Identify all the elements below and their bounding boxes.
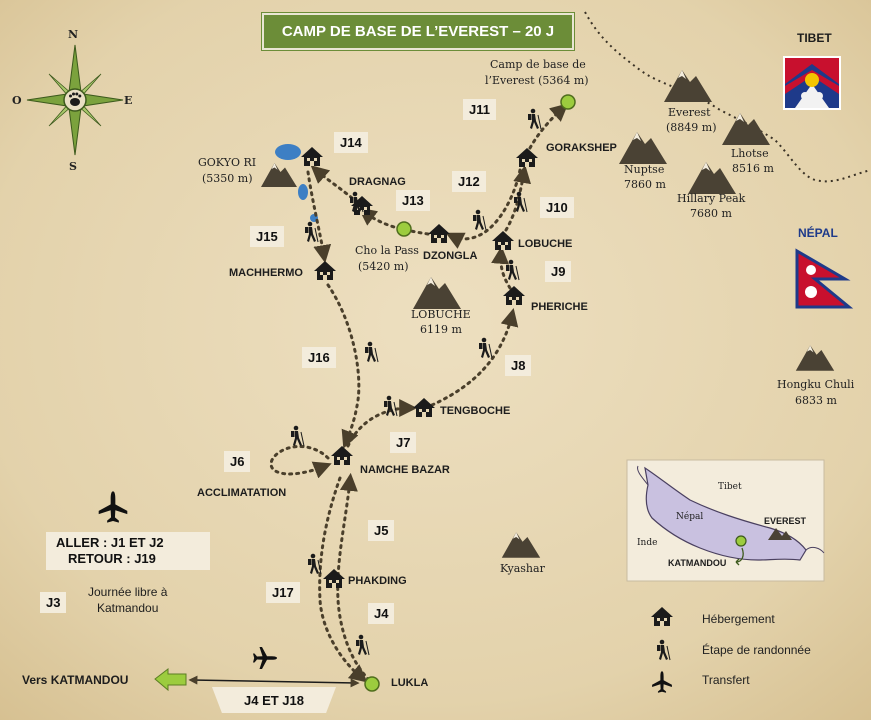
aller-text: ALLER : J1 ET J2 bbox=[56, 535, 164, 550]
day-label-j5: J5 bbox=[368, 520, 395, 541]
label-dragnag: DRAGNAG bbox=[349, 176, 406, 188]
flight-line bbox=[188, 675, 360, 688]
label-lobuche-village: LOBUCHE bbox=[518, 238, 573, 250]
flight-days-text: J4 ET J18 bbox=[244, 692, 304, 708]
gokyo-lake-2 bbox=[298, 184, 308, 200]
inset-everest: EVEREST bbox=[764, 516, 807, 526]
compass-s: S bbox=[69, 160, 77, 173]
peak-kyashar: Kyashar bbox=[500, 562, 545, 575]
label-machhermo: MACHHERMO bbox=[229, 267, 303, 279]
compass-rose-icon bbox=[26, 44, 124, 156]
route-namche-lukla bbox=[318, 476, 368, 683]
peak-lobuche-alt: 6119 m bbox=[420, 323, 462, 336]
ebc-point bbox=[560, 94, 576, 110]
legend-lodging: Hébergement bbox=[702, 612, 775, 626]
peak-hongku-alt: 6833 m bbox=[795, 394, 837, 407]
lukla-point bbox=[364, 676, 380, 692]
peak-nuptse-name: Nuptse bbox=[624, 163, 665, 176]
peak-hillary-name: Hillary Peak bbox=[677, 192, 746, 205]
compass-n: N bbox=[68, 28, 79, 41]
label-dzongla: DZONGLA bbox=[423, 250, 478, 262]
peak-lobuche-name: LOBUCHE bbox=[411, 308, 471, 321]
day-label-j3: J3 bbox=[40, 592, 67, 613]
inset-katmandou: KATMANDOU bbox=[668, 558, 727, 568]
day-label-j16: J16 bbox=[302, 347, 336, 368]
route-lukla-namche bbox=[336, 472, 371, 682]
label-cho-la: Cho la Pass bbox=[355, 244, 419, 257]
route-tengboche-pheriche bbox=[430, 307, 519, 407]
route-gorakshep-dzongla bbox=[445, 168, 522, 249]
tibet-nepal-border bbox=[584, 11, 871, 183]
label-tengboche: TENGBOCHE bbox=[440, 405, 511, 417]
day-label-j14: J14 bbox=[334, 132, 368, 153]
vers-katmandou-arrow bbox=[154, 667, 187, 692]
inset-inde: Inde bbox=[637, 538, 658, 548]
compass-e: E bbox=[124, 94, 133, 107]
region-tibet: TIBET bbox=[797, 31, 832, 45]
route-acclimatation-loop bbox=[269, 444, 332, 479]
peak-nuptse-alt: 7860 m bbox=[624, 178, 666, 191]
label-lukla: LUKLA bbox=[391, 677, 429, 689]
compass-w: O bbox=[12, 94, 22, 107]
peak-lhotse-name: Lhotse bbox=[731, 147, 769, 160]
route-lobuche-gorakshep bbox=[504, 164, 532, 232]
label-ebc-1: Camp de base de bbox=[490, 58, 586, 71]
j3-note-1: Journée libre à bbox=[88, 585, 168, 599]
day-label-j13: J13 bbox=[396, 190, 430, 211]
day-label-j17: J17 bbox=[266, 582, 300, 603]
peak-everest-name: Everest bbox=[668, 106, 711, 119]
day-label-j7: J7 bbox=[390, 432, 417, 453]
day-label-j10: J10 bbox=[540, 197, 574, 218]
day-label-j8: J8 bbox=[505, 355, 532, 376]
route-dragnag-gokyo bbox=[310, 165, 354, 200]
route-machhermo-namche bbox=[326, 283, 361, 449]
tibet-flag-icon bbox=[783, 56, 841, 110]
route-gorakshep-ebc bbox=[528, 103, 569, 150]
day-label-j11: J11 bbox=[463, 99, 496, 120]
day-label-j6: J6 bbox=[224, 451, 251, 472]
day-label-j15: J15 bbox=[250, 226, 284, 247]
label-cho-la-alt: (5420 m) bbox=[358, 260, 409, 273]
flight-days-box: J4 ET J18 bbox=[212, 687, 336, 713]
inset-nepal: Népal bbox=[676, 512, 704, 522]
peak-everest-alt: (8849 m) bbox=[666, 121, 717, 134]
label-phakding: PHAKDING bbox=[348, 575, 407, 587]
peak-hongku-name: Hongku Chuli bbox=[777, 378, 855, 391]
peak-hillary-alt: 7680 m bbox=[690, 207, 732, 220]
label-acclimatation: ACCLIMATATION bbox=[197, 487, 287, 499]
j3-note-2: Katmandou bbox=[97, 601, 159, 615]
vers-katmandou: Vers KATMANDOU bbox=[22, 673, 129, 687]
label-namche: NAMCHE BAZAR bbox=[360, 464, 450, 476]
inset-tibet: Tibet bbox=[718, 482, 742, 492]
nepal-flag-icon bbox=[795, 248, 854, 309]
day-label-j9: J9 bbox=[545, 261, 572, 282]
route-gokyo-machhermo bbox=[306, 170, 332, 264]
legend-transfer: Transfert bbox=[702, 673, 750, 687]
retour-text: RETOUR : J19 bbox=[68, 551, 156, 566]
label-ebc-2: l’Everest (5364 m) bbox=[485, 74, 589, 87]
label-gokyo-alt: (5350 m) bbox=[202, 172, 253, 185]
map-title: CAMP DE BASE DE L’EVEREST – 20 J bbox=[262, 13, 574, 50]
legend-stage: Étape de randonnée bbox=[702, 643, 811, 657]
peak-lhotse-alt: 8516 m bbox=[732, 162, 774, 175]
aller-retour-box: ALLER : J1 ET J2 RETOUR : J19 bbox=[46, 532, 210, 570]
gokyo-lake-1 bbox=[275, 144, 301, 160]
route-pheriche-lobuche bbox=[491, 245, 512, 290]
label-gorakshep: GORAKSHEP bbox=[546, 142, 617, 154]
day-label-j12: J12 bbox=[452, 171, 486, 192]
day-label-j4: J4 bbox=[368, 603, 395, 624]
inset-map bbox=[626, 459, 825, 582]
label-gokyo: GOKYO RI bbox=[198, 156, 257, 169]
label-pheriche: PHERICHE bbox=[531, 301, 588, 313]
region-nepal: NÉPAL bbox=[798, 226, 838, 240]
cho-la-point bbox=[396, 221, 412, 237]
